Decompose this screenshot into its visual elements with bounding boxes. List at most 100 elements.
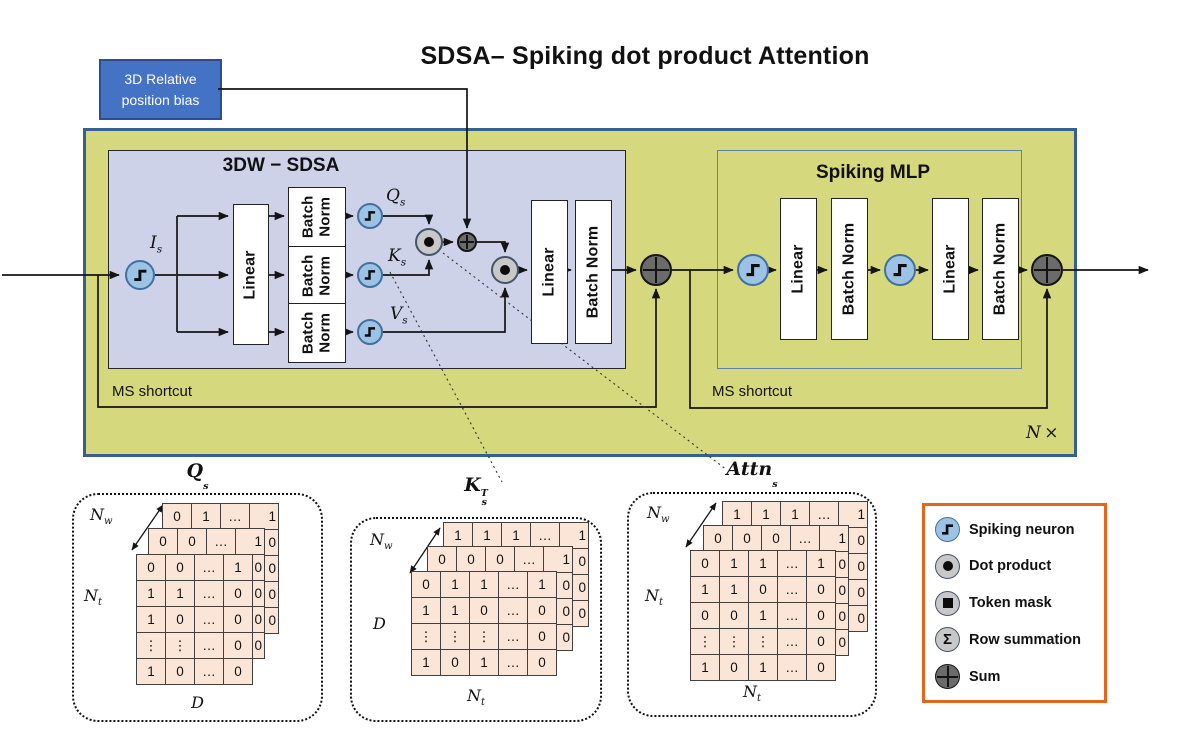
legend-item-token-mask: Token mask (935, 590, 1094, 616)
matrix-box-ks (350, 517, 602, 722)
matrix-cell: 1 (749, 551, 778, 577)
matrix-cell: 0 (544, 573, 573, 599)
axis-nw-qs: Nw (90, 505, 113, 528)
sum-icon-residual-1 (640, 254, 672, 286)
axis-nw-attn: Nw (647, 503, 670, 526)
matrix-cell: 0 (807, 655, 836, 681)
matrix-cell: 0 (528, 624, 557, 650)
matrix-cell: 1 (412, 650, 441, 676)
matrix-cell: ⋮ (441, 624, 470, 650)
matrix-cell: 1 (691, 655, 720, 681)
legend-label: Sum (969, 668, 1001, 685)
matrix-cell: 1 (137, 581, 166, 607)
matrix-cell: 0 (720, 603, 749, 629)
matrix-cell: 1 (412, 598, 441, 624)
matrix-cell: 1 (691, 577, 720, 603)
matrix-cell: … (195, 581, 224, 607)
matrix-cell: 0 (441, 650, 470, 676)
matrix-cell: … (778, 629, 807, 655)
matrix-cell: 1 (137, 607, 166, 633)
matrix-cell: 1 (250, 504, 279, 530)
matrix-cell: 0 (428, 547, 457, 573)
sum-icon-bias (457, 232, 477, 252)
matrix-cell: 1 (470, 650, 499, 676)
matrix-cell: 1 (749, 603, 778, 629)
matrix-cell: 0 (839, 528, 868, 554)
matrix-cell: … (515, 547, 544, 573)
matrix-cell: 0 (457, 547, 486, 573)
matrix-cell: 0 (486, 547, 515, 573)
spiking-neuron-icon (935, 517, 960, 542)
q-label: Qs (386, 186, 406, 209)
matrix-cell: 0 (704, 526, 733, 552)
matrix-cell: … (778, 603, 807, 629)
legend-box: Spiking neuron Dot product Token mask Σ … (922, 503, 1107, 703)
sum-icon-residual-2 (1031, 254, 1063, 286)
spiking-neuron-icon-q (357, 203, 383, 229)
matrix-cell: 1 (544, 547, 573, 573)
matrix-cell: … (207, 529, 236, 555)
spiking-neuron-icon-k (357, 262, 383, 288)
matrix-cell: 0 (560, 549, 589, 575)
matrix-cell: 0 (224, 659, 253, 685)
row-summation-icon: Σ (935, 627, 960, 653)
matrix-cell: … (778, 577, 807, 603)
linear-block-shared: Linear (233, 204, 269, 345)
axis-nt-attn-left: Nt (645, 586, 663, 609)
matrix-cell: 1 (236, 529, 265, 555)
matrix-cell: 0 (733, 526, 762, 552)
mlp-linear-block-2: Linear (932, 198, 969, 340)
dot-product-icon-attn-v (491, 256, 519, 284)
matrix-cell: 0 (807, 603, 836, 629)
matrix-cell: 1 (807, 551, 836, 577)
mlp-batch-norm-block-2: Batch Norm (982, 198, 1019, 340)
v-label: Vs (390, 304, 408, 327)
matrix-cell: … (195, 607, 224, 633)
matrix-cell: 1 (560, 523, 589, 549)
token-mask-icon (935, 590, 960, 616)
bias-line1: 3D Relative (124, 71, 197, 88)
legend-item-row-summation: Σ Row summation (935, 627, 1094, 653)
matrix-box-attn (627, 492, 877, 717)
matrix-cell: 0 (691, 551, 720, 577)
matrix-cell: 0 (691, 603, 720, 629)
matrix-cell: 0 (807, 629, 836, 655)
matrix-cell: … (195, 633, 224, 659)
dot-product-icon-qk (415, 228, 443, 256)
matrix-cell: 0 (560, 575, 589, 601)
matrix-cell: 0 (149, 529, 178, 555)
matrix-cell: … (221, 504, 250, 530)
repeat-count-label: N × (1026, 423, 1059, 443)
matrix-cell: 0 (544, 599, 573, 625)
matrix-cell: … (499, 650, 528, 676)
matrix-cell: 1 (749, 655, 778, 681)
legend-label: Spiking neuron (969, 521, 1075, 538)
matrix-cell: 1 (720, 577, 749, 603)
legend-label: Token mask (969, 595, 1052, 611)
legend-item-spiking-neuron: Spiking neuron (935, 517, 1094, 542)
sdsa-block-title: 3DW − SDSA (222, 155, 340, 176)
spiking-neuron-icon-mlp2 (884, 254, 916, 286)
matrix-cell: 0 (720, 655, 749, 681)
matrix-cell: 0 (528, 650, 557, 676)
matrix-cell: 0 (560, 601, 589, 627)
spiking-neuron-icon-mlp1 (737, 254, 769, 286)
matrix-cell: 0 (544, 625, 573, 651)
matrix-cell: 1 (441, 572, 470, 598)
matrix-cell: 1 (720, 551, 749, 577)
matrix-cell: 0 (224, 581, 253, 607)
matrix-cell: … (195, 555, 224, 581)
linear-block-attn-out: Linear (531, 200, 568, 344)
axis-d-qs: D (191, 693, 204, 712)
relative-position-bias-box: 3D Relative position bias (99, 59, 222, 120)
